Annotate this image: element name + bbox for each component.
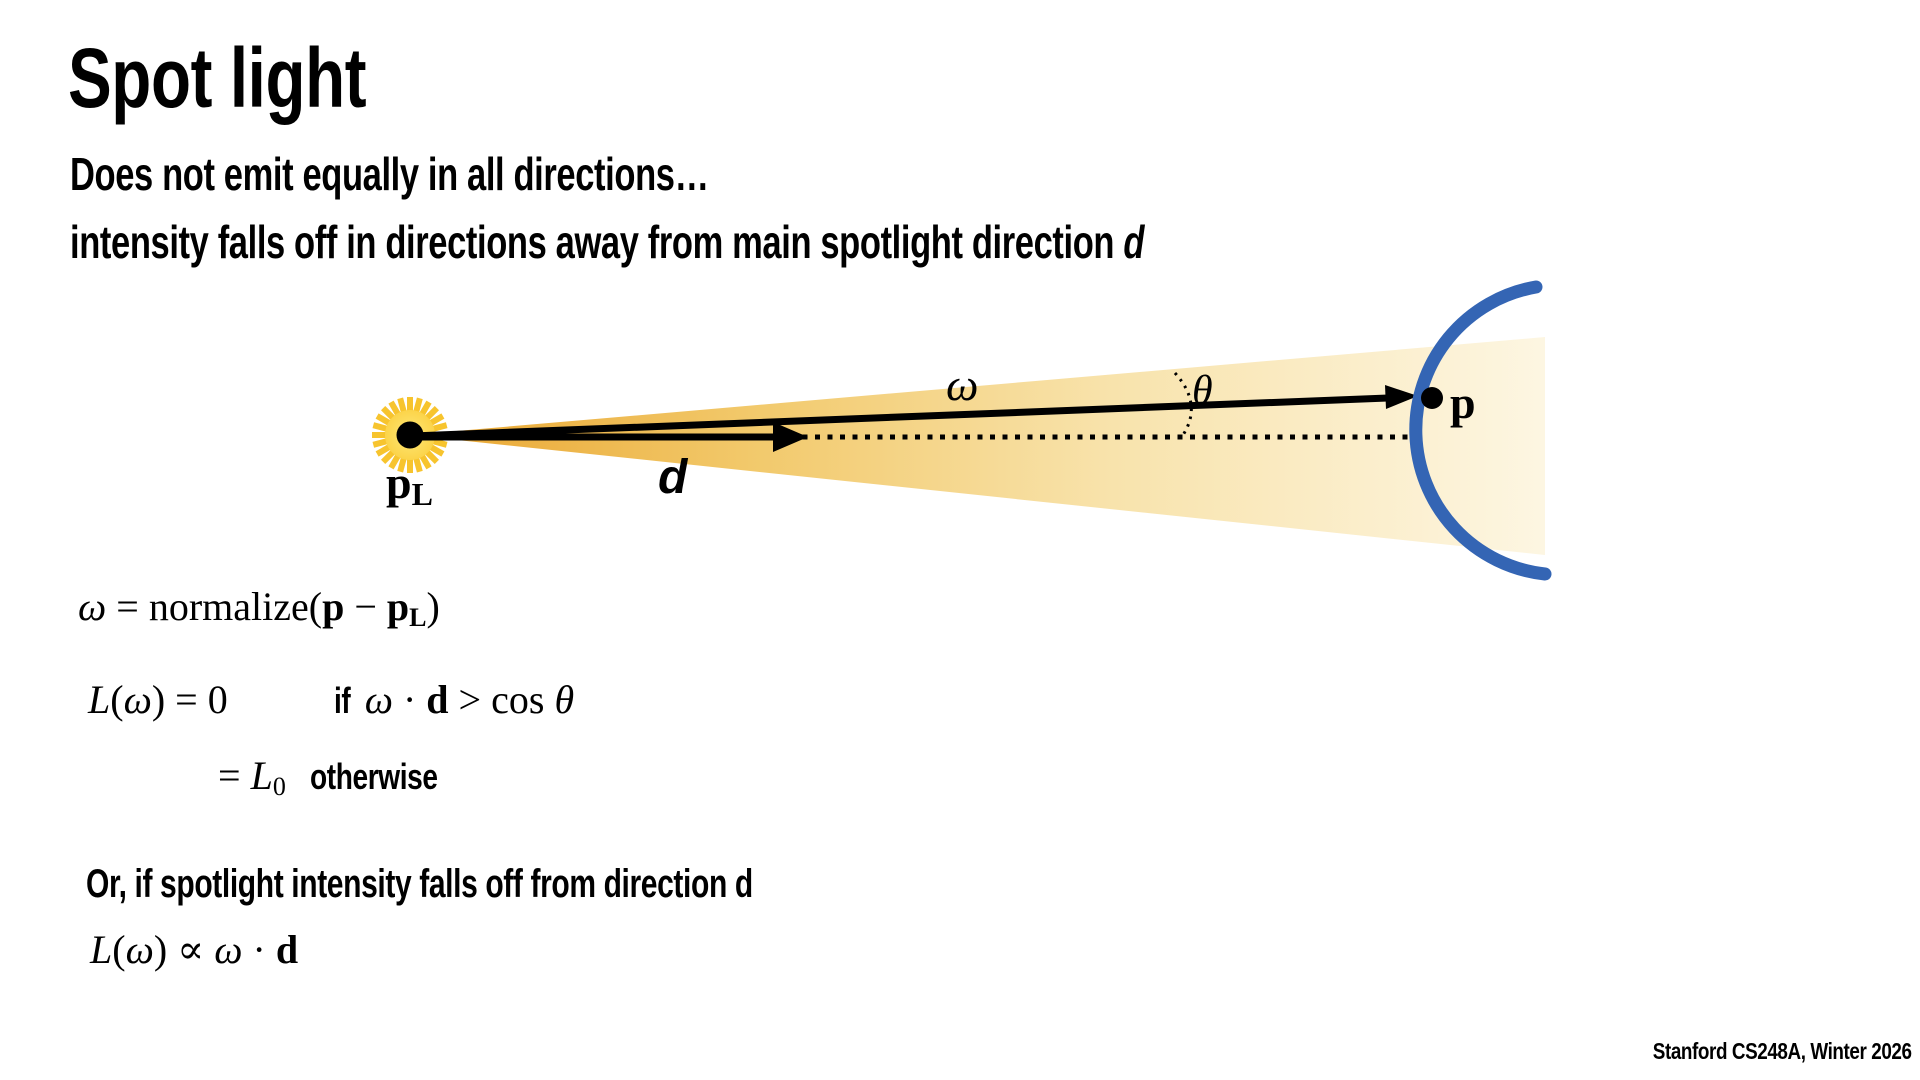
p-vector: p bbox=[322, 584, 345, 629]
page-title-text: Spot light bbox=[68, 31, 367, 125]
subtitle-line-2-main: intensity falls off in directions away f… bbox=[70, 216, 1124, 268]
open-paren: ( bbox=[308, 584, 323, 629]
omega-symbol: ω bbox=[214, 927, 243, 972]
surface-arc bbox=[1409, 280, 1552, 581]
d-vector: d bbox=[275, 927, 299, 972]
falloff-intro-line: Or, if spotlight intensity falls off fro… bbox=[86, 862, 975, 907]
L0-subscript: 0 bbox=[272, 772, 286, 801]
dot-product-sign: · bbox=[392, 677, 427, 722]
L-symbol: L bbox=[88, 677, 111, 722]
open-paren: ( bbox=[112, 927, 126, 972]
light-cone bbox=[410, 337, 1545, 555]
label-direction-d: d bbox=[658, 451, 689, 504]
omega-arrow bbox=[411, 394, 1389, 440]
omega-arrowhead bbox=[1385, 385, 1418, 409]
formula-omega-definition: ω = normalize(p − pL) bbox=[78, 583, 440, 633]
formula-falloff-proportional: L(ω) ∝ ω · d bbox=[90, 926, 298, 973]
falloff-intro-text: Or, if spotlight intensity falls off fro… bbox=[86, 862, 753, 906]
label-light-position: pL bbox=[386, 457, 433, 512]
surface-point-dot bbox=[1421, 387, 1443, 409]
subtitle-line-1-text: Does not emit equally in all directions… bbox=[70, 148, 709, 200]
formula-radiance-otherwise-case: = L0 otherwise bbox=[218, 752, 473, 802]
cos-function: cos bbox=[491, 677, 555, 722]
close-paren: ) bbox=[151, 677, 166, 722]
footer-text: Stanford CS248A, Winter 2026 bbox=[1653, 1038, 1912, 1064]
label-point-p: p bbox=[1450, 377, 1476, 428]
d-vector: d bbox=[426, 677, 449, 722]
omega-symbol: ω bbox=[78, 584, 107, 629]
footer-course-credit: Stanford CS248A, Winter 2026 bbox=[1596, 1038, 1912, 1065]
subtitle-line-2: intensity falls off in directions away f… bbox=[70, 215, 1502, 269]
L0-symbol: L bbox=[250, 753, 273, 798]
if-keyword: if bbox=[333, 680, 351, 721]
theta-symbol: θ bbox=[554, 677, 575, 722]
proportional-sign: ∝ bbox=[167, 927, 215, 972]
subtitle-line-1: Does not emit equally in all directions… bbox=[70, 147, 922, 201]
greater-than-sign: > bbox=[448, 677, 492, 722]
normalize-function: normalize bbox=[148, 584, 309, 629]
equals-sign: = bbox=[165, 677, 208, 722]
page-title: Spot light bbox=[68, 30, 450, 127]
equals-sign: = bbox=[218, 753, 251, 798]
open-paren: ( bbox=[110, 677, 124, 722]
label-pL-base: p bbox=[386, 457, 412, 508]
dot-product-sign: · bbox=[242, 927, 276, 972]
close-paren: ) bbox=[153, 927, 168, 972]
L-symbol: L bbox=[90, 927, 113, 972]
zero-value: 0 bbox=[207, 677, 228, 722]
subtitle-line-2-text: intensity falls off in directions away f… bbox=[70, 215, 1144, 269]
label-pL-subscript: L bbox=[412, 476, 433, 512]
omega-symbol: ω bbox=[354, 677, 393, 722]
otherwise-keyword: otherwise bbox=[309, 756, 438, 797]
equals-sign: = bbox=[106, 584, 149, 629]
omega-symbol: ω bbox=[125, 927, 154, 972]
close-paren: ) bbox=[426, 584, 440, 629]
pL-vector: p bbox=[386, 584, 410, 629]
sun-core-dot bbox=[396, 421, 424, 449]
label-omega: ω bbox=[946, 359, 978, 410]
direction-d-arrowhead bbox=[773, 422, 808, 452]
label-theta: θ bbox=[1192, 368, 1213, 414]
spotlight-diagram: pL d ω θ p bbox=[372, 280, 1552, 581]
pL-subscript: L bbox=[409, 603, 427, 632]
omega-symbol: ω bbox=[123, 677, 152, 722]
subtitle-line-2-direction-var: d bbox=[1123, 216, 1145, 268]
minus-sign: − bbox=[344, 584, 387, 629]
